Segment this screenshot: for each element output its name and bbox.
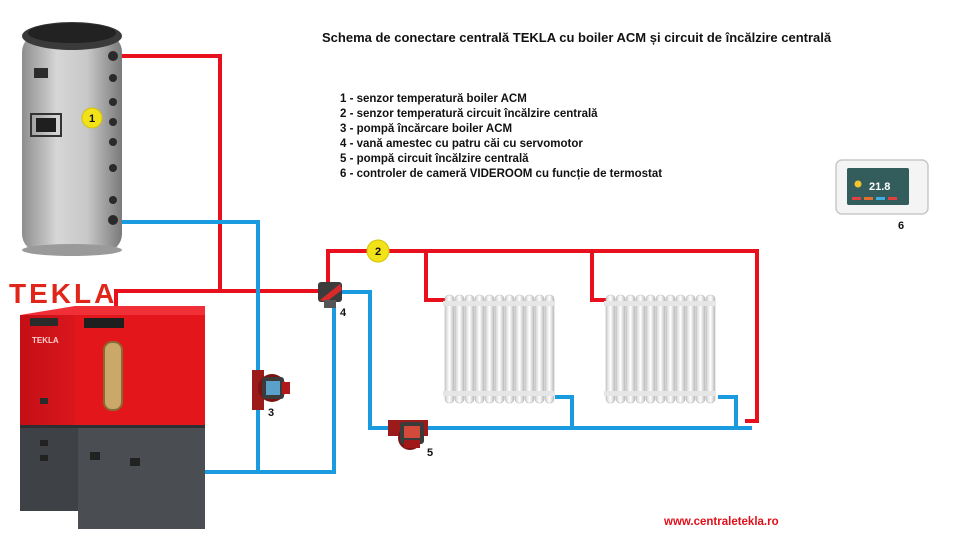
- sensor-2-marker: [366, 239, 390, 263]
- radiator-fin: [454, 294, 465, 404]
- radiator-fin: [645, 294, 656, 404]
- radiator-fin: [514, 294, 525, 404]
- cold-pipe-radiator-2-return: [718, 395, 738, 428]
- radiator-fin: [534, 294, 545, 404]
- legend-item-1: 1 - senzor temperatură boiler ACM: [340, 93, 527, 105]
- radiator-fin: [504, 294, 515, 404]
- pump-5: [388, 420, 428, 450]
- hot-water-tank: [22, 22, 122, 256]
- sensor-2-label: 2: [375, 246, 381, 258]
- radiator-fin: [615, 294, 626, 404]
- cold-pipe-circuit-return: [340, 290, 752, 430]
- pump-3: [252, 370, 290, 410]
- radiator-fin: [655, 294, 666, 404]
- radiator-fin: [444, 294, 455, 404]
- radiator-header: [604, 301, 716, 306]
- hot-pipe-boiler-outlet: [114, 289, 328, 306]
- radiator-fin: [544, 294, 555, 404]
- tank-ports: [108, 51, 118, 225]
- diagram-title: Schema de conectare centrală TEKLA cu bo…: [322, 30, 832, 45]
- website-link[interactable]: www.centraletekla.ro: [664, 516, 779, 528]
- radiator-fin: [605, 294, 616, 404]
- boiler-brand-label: TEKLA: [32, 336, 59, 345]
- pump-3-number: 3: [268, 407, 274, 419]
- radiator-fin: [695, 294, 706, 404]
- room-controller-6: 21.8: [835, 159, 929, 215]
- radiator-header: [443, 391, 555, 396]
- legend-list: 1 - senzor temperatură boiler ACM 2 - se…: [340, 92, 662, 182]
- radiator-header: [604, 391, 716, 396]
- valve-4-number: 4: [340, 307, 347, 319]
- radiator-fin: [685, 294, 696, 404]
- pellet-boiler: TEKLA: [20, 306, 205, 529]
- radiator-fin: [494, 294, 505, 404]
- hot-pipe-riser: [326, 249, 759, 423]
- radiator-header: [443, 301, 555, 306]
- legend-item-6: 6 - controler de cameră VIDEROOM cu func…: [340, 168, 663, 180]
- pump-5-number: 5: [427, 447, 433, 459]
- hot-pipe-radiator-1: [424, 251, 446, 302]
- radiator-fin: [484, 294, 495, 404]
- radiator-1: [443, 294, 555, 404]
- cold-pipe-valve-return: [258, 297, 336, 474]
- cold-pipes: [116, 220, 752, 474]
- radiator-fin: [524, 294, 535, 404]
- radiator-fin: [635, 294, 646, 404]
- legend-item-5: 5 - pompă circuit încălzire centrală: [340, 153, 529, 165]
- mixing-valve-4: [318, 282, 342, 308]
- cold-pipe-radiator-1-return: [555, 395, 574, 428]
- radiator-fin: [474, 294, 485, 404]
- cold-pipe-tank-return: [116, 220, 260, 474]
- sensor-1-label: 1: [89, 113, 95, 125]
- sun-icon: [854, 180, 862, 188]
- radiator-fin: [625, 294, 636, 404]
- tekla-logo: TEKLA: [9, 278, 118, 309]
- radiator-2: [604, 294, 716, 404]
- legend-item-2: 2 - senzor temperatură circuit încălzire…: [340, 108, 598, 120]
- controller-6-number: 6: [898, 220, 904, 232]
- radiator-fin: [705, 294, 716, 404]
- hot-pipe-tank-supply: [118, 54, 222, 291]
- thermostat-temperature: 21.8: [869, 181, 890, 193]
- hot-pipe-radiator-2: [590, 251, 607, 302]
- radiator-fin: [665, 294, 676, 404]
- radiator-fin: [464, 294, 475, 404]
- sensor-1-marker: [81, 107, 103, 129]
- radiator-fin: [675, 294, 686, 404]
- legend-item-4: 4 - vană amestec cu patru căi cu servomo…: [340, 138, 583, 150]
- legend-item-3: 3 - pompă încărcare boiler ACM: [340, 123, 513, 135]
